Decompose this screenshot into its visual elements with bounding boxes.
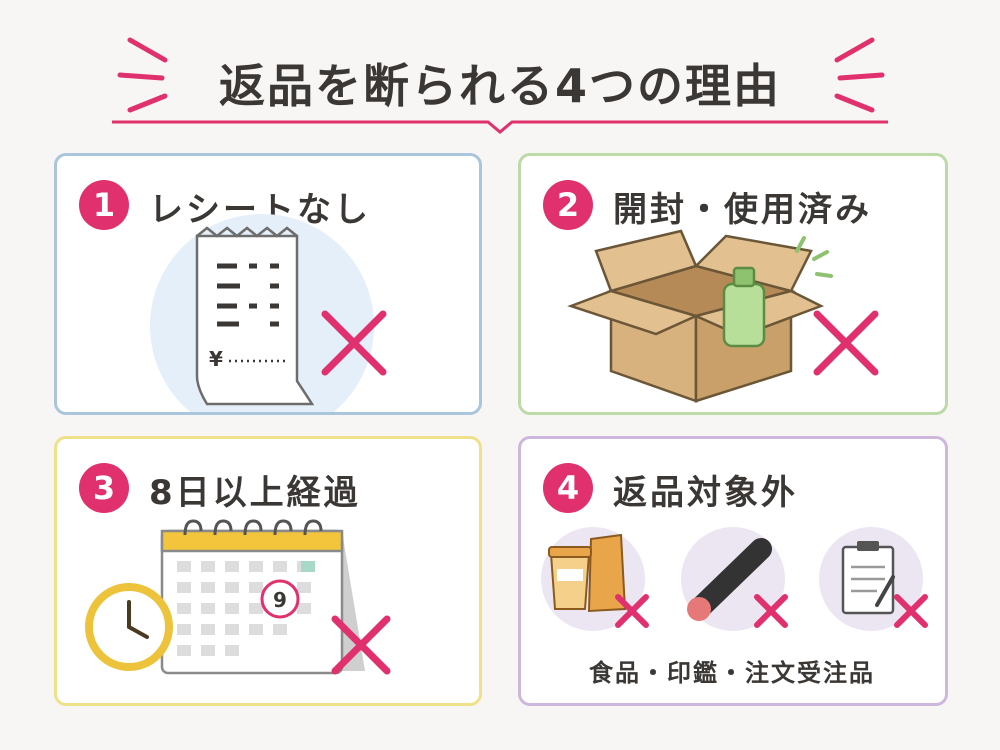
reason-card-3: 3 8日以上経過 9 (54, 436, 482, 706)
reason-number-badge: 3 (79, 463, 129, 513)
cross-icon (813, 310, 879, 376)
reason-card-2: 2 開封・使用済み (518, 153, 948, 415)
excluded-items-caption: 食品・印鑑・注文受注品 (589, 659, 875, 687)
cross-icon (331, 615, 391, 675)
cross-icon (615, 594, 928, 628)
svg-text:¥: ¥ (209, 347, 223, 371)
right-burst-decoration (834, 37, 885, 113)
reason-number-badge: 1 (79, 180, 129, 230)
page-title: 返品を断られる4つの理由 (218, 59, 781, 113)
clipboard-icon (841, 541, 895, 615)
excluded-items-icon (541, 527, 928, 631)
opened-box-icon (567, 229, 879, 403)
title-underline (112, 120, 888, 134)
reason-label: 開封・使用済み (613, 190, 872, 230)
reason-label: 返品対象外 (613, 473, 798, 513)
left-burst-decoration (117, 37, 168, 113)
reason-number-badge: 4 (543, 463, 593, 513)
calendar-clock-icon: 9 (85, 519, 391, 675)
receipt-icon: ¥ (150, 214, 387, 412)
food-icon (548, 533, 627, 613)
seal-stamp-icon (687, 538, 772, 621)
cross-icon (321, 310, 387, 376)
reason-label: 8日以上経過 (149, 473, 361, 513)
reason-number-badge: 2 (543, 180, 593, 230)
reason-card-4: 4 返品対象外 食品・印鑑・注文受注品 (518, 436, 948, 706)
reason-card-1: 1 レシートなし ¥ (54, 153, 482, 415)
calendar-day-number: 9 (273, 588, 287, 612)
